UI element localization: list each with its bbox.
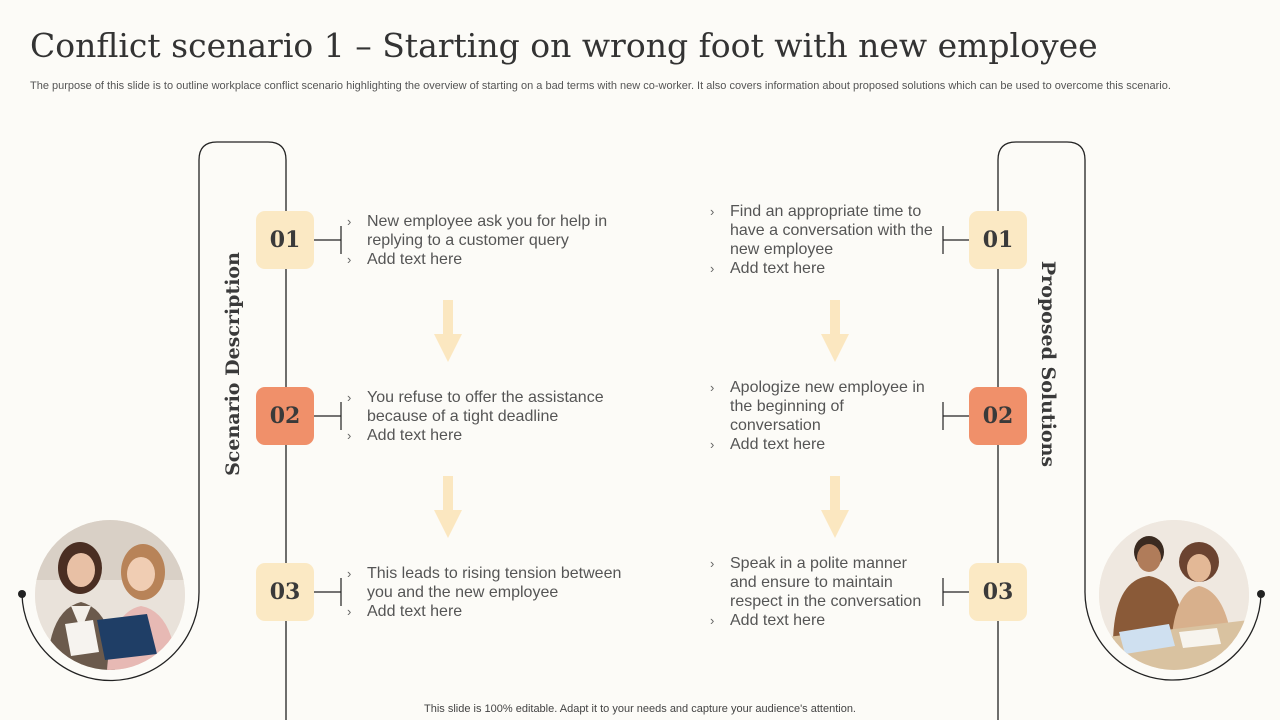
bullet-chevron-icon: ›	[347, 566, 352, 581]
page-title: Conflict scenario 1 – Starting on wrong …	[30, 26, 1098, 65]
page-subtitle: The purpose of this slide is to outline …	[30, 80, 1171, 92]
bullet-chevron-icon: ›	[710, 556, 715, 571]
bullet-chevron-icon: ›	[710, 437, 715, 452]
bullet-chevron-icon: ›	[347, 390, 352, 405]
footer-note: This slide is 100% editable. Adapt it to…	[424, 703, 856, 715]
bullet-chevron-icon: ›	[710, 380, 715, 395]
scenario-description-label: Scenario Description	[222, 252, 244, 476]
solution-item-02: ›Apologize new employee in the beginning…	[710, 379, 925, 453]
bullet-chevron-icon: ›	[710, 261, 715, 276]
scenario-item-02: ›You refuse to offer the assistance beca…	[347, 389, 604, 444]
down-arrow-icon	[434, 300, 462, 362]
bullet-chevron-icon: ›	[347, 214, 352, 229]
solution-badge-02: 02	[969, 387, 1027, 445]
colleagues-meeting-photo	[1099, 520, 1249, 670]
down-arrow-icon	[434, 476, 462, 538]
bullet-chevron-icon: ›	[347, 428, 352, 443]
solution-item-01: ›Find an appropriate time to have a conv…	[710, 203, 933, 277]
bullet-chevron-icon: ›	[347, 604, 352, 619]
scenario-badge-02: 02	[256, 387, 314, 445]
proposed-solutions-label: Proposed Solutions	[1037, 260, 1059, 468]
solution-item-03: ›Speak in a polite manner and ensure to …	[710, 555, 922, 629]
scenario-item-01: ›New employee ask you for help in replyi…	[347, 213, 608, 268]
solution-badge-01: 01	[969, 211, 1027, 269]
solution-badge-03: 03	[969, 563, 1027, 621]
bullet-chevron-icon: ›	[347, 252, 352, 267]
scenario-item-03: ›This leads to rising tension between yo…	[347, 565, 622, 620]
right-dot	[1257, 590, 1265, 598]
scenario-badge-03: 03	[256, 563, 314, 621]
bullet-chevron-icon: ›	[710, 204, 715, 219]
women-reading-photo	[35, 520, 185, 670]
left-dot	[18, 590, 26, 598]
down-arrow-icon	[821, 300, 849, 362]
bullet-chevron-icon: ›	[710, 613, 715, 628]
scenario-badge-01: 01	[256, 211, 314, 269]
down-arrow-icon	[821, 476, 849, 538]
